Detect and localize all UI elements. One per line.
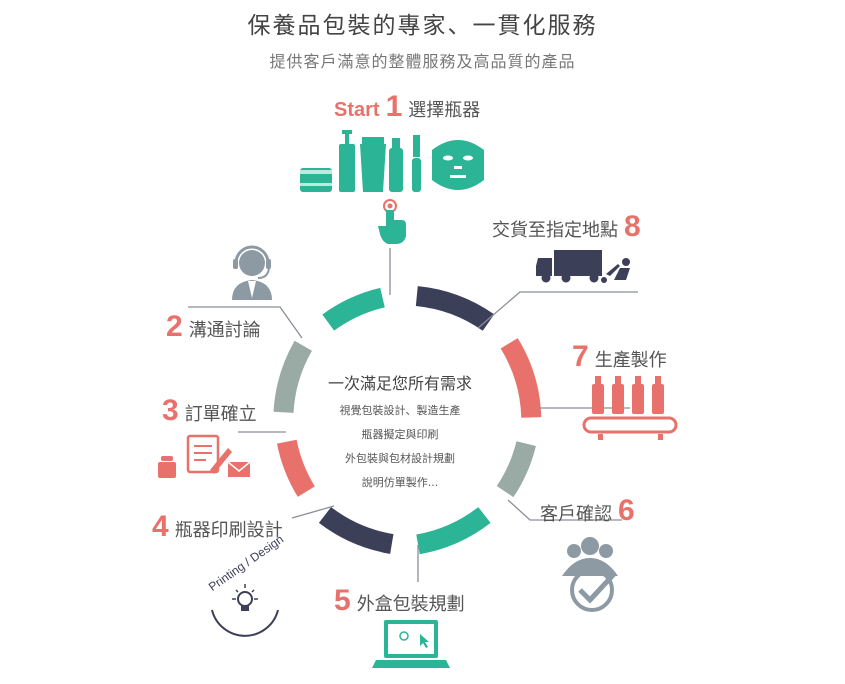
ring-segment-6 — [496, 441, 536, 498]
leader-line-8 — [477, 291, 638, 329]
mail-icon — [227, 461, 251, 477]
ring-segment-8 — [415, 286, 495, 331]
step-2-label: 2 溝通討論 — [166, 310, 261, 344]
leader-line-2 — [188, 306, 303, 339]
step-6-text: 客戶確認 — [540, 504, 612, 525]
step-7-label: 7 生產製作 — [572, 340, 667, 374]
step-4-text: 瓶器印刷設計 — [174, 520, 283, 541]
laptop-icon — [372, 620, 450, 668]
ring-segment-1 — [322, 287, 386, 331]
step-5-text: 外盒包裝規劃 — [356, 594, 465, 615]
step-3-text: 訂單確立 — [184, 404, 257, 425]
step-3-label: 3 訂單確立 — [162, 394, 257, 428]
step-4-number: 4 — [152, 510, 169, 543]
step-8-number: 8 — [624, 210, 641, 243]
bottles-icon — [297, 130, 484, 192]
step-3-number: 3 — [162, 394, 179, 427]
center-heading: 一次滿足您所有需求 — [327, 374, 472, 393]
ring-segment-7 — [500, 338, 542, 418]
order-document-icon — [186, 434, 232, 474]
step-1-label: Start 1 選擇瓶器 — [334, 90, 480, 124]
page-subtitle: 提供客戶滿意的整體服務及高品質的產品 — [269, 52, 576, 71]
ring-segment-2 — [273, 340, 313, 414]
delivery-truck-icon — [536, 250, 630, 283]
step-4-label: 4 瓶器印刷設計 — [152, 510, 283, 544]
center-line-4: 說明仿單製作... — [361, 476, 439, 489]
step-6-number: 6 — [618, 494, 635, 527]
leader-line-6 — [507, 499, 622, 521]
ring-segment-5 — [416, 506, 491, 555]
ring-segment-4 — [318, 506, 394, 554]
printing-design-badge-icon — [211, 584, 279, 637]
step-8-text: 交貨至指定地點 — [492, 220, 618, 241]
step-1-number: 1 — [385, 90, 403, 123]
ring-segment-3 — [276, 439, 315, 497]
center-line-2: 瓶器擬定與印刷 — [361, 428, 439, 441]
tap-hand-icon — [378, 199, 406, 244]
step-5-label: 5 外盒包裝規劃 — [334, 584, 465, 618]
step-5-number: 5 — [334, 584, 351, 617]
step-2-number: 2 — [166, 310, 183, 343]
page-title: 保養品包裝的專家、一貫化服務 — [247, 13, 598, 39]
step-1-text: 選擇瓶器 — [408, 100, 481, 121]
headset-person-icon — [232, 245, 272, 300]
center-line-3: 外包裝與包材設計規劃 — [345, 452, 455, 465]
step-8-label: 交貨至指定地點 8 — [492, 210, 641, 244]
step-7-number: 7 — [572, 340, 589, 373]
phone-icon — [158, 456, 176, 478]
step-7-text: 生產製作 — [594, 350, 667, 371]
leader-line-4 — [291, 505, 335, 519]
group-check-icon — [562, 537, 618, 612]
step-2-text: 溝通討論 — [188, 320, 261, 341]
step-6-label: 客戶確認 6 — [540, 494, 635, 528]
conveyor-bottles-icon — [582, 376, 678, 440]
start-prefix: Start — [334, 99, 380, 121]
center-line-1: 視覺包裝設計、製造生產 — [339, 404, 461, 417]
